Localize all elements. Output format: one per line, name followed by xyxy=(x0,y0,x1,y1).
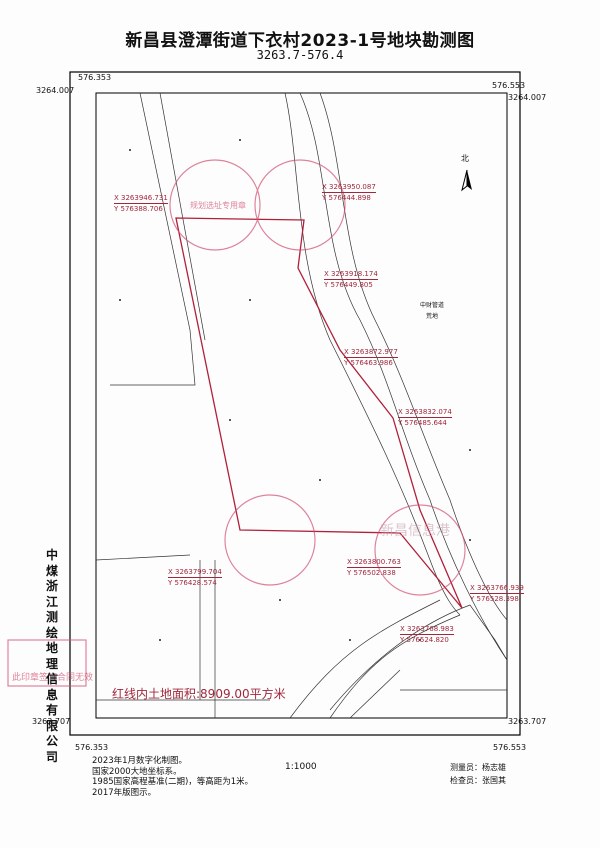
pipeline-label: 中财管道 xyxy=(420,302,445,309)
stamps xyxy=(7,159,466,687)
page-title: 新昌县澄潭街道下衣村2023-1号地块勘测图 xyxy=(125,31,475,51)
grid-label: 576.553 xyxy=(493,743,527,752)
scale: 1:1000 xyxy=(285,762,317,772)
company-name: 中煤浙江测绘地理信息有限公司 xyxy=(46,548,59,764)
grid-label: 576.353 xyxy=(75,743,109,752)
north-arrow-icon xyxy=(461,169,472,192)
outer-frame xyxy=(69,71,521,736)
wasteland-label: 荒地 xyxy=(426,313,439,320)
grid-label: 3263.707 xyxy=(508,717,547,726)
watermark: 新昌信息港 xyxy=(380,523,450,539)
surveyor: 测量员：杨志雄 xyxy=(450,763,506,772)
red-parcel-boundary xyxy=(175,217,463,609)
survey-dots xyxy=(119,139,471,641)
notes: 2023年1月数字化制图。 国家2000大地坐标系。 1985国家高程基准(二期… xyxy=(92,756,254,798)
grid-label: 3264.007 xyxy=(36,86,75,95)
grid-label: 3263.707 xyxy=(32,717,71,726)
company-stamp: 此印章签订合同无效 xyxy=(12,673,94,683)
north-label: 北 xyxy=(461,154,469,163)
grid-label: 3264.007 xyxy=(508,93,547,102)
roads xyxy=(95,92,508,719)
inner-frame xyxy=(95,92,508,719)
grid-label: 576.353 xyxy=(78,73,112,82)
sheet-number: 3263.7-576.4 xyxy=(256,48,344,62)
checker: 检查员：张国其 xyxy=(450,776,506,785)
stamp-text: 规划选址专用章 xyxy=(190,201,246,210)
grid-label: 576.553 xyxy=(492,81,526,90)
area-text: 红线内土地面积:8909.00平方米 xyxy=(112,687,286,701)
